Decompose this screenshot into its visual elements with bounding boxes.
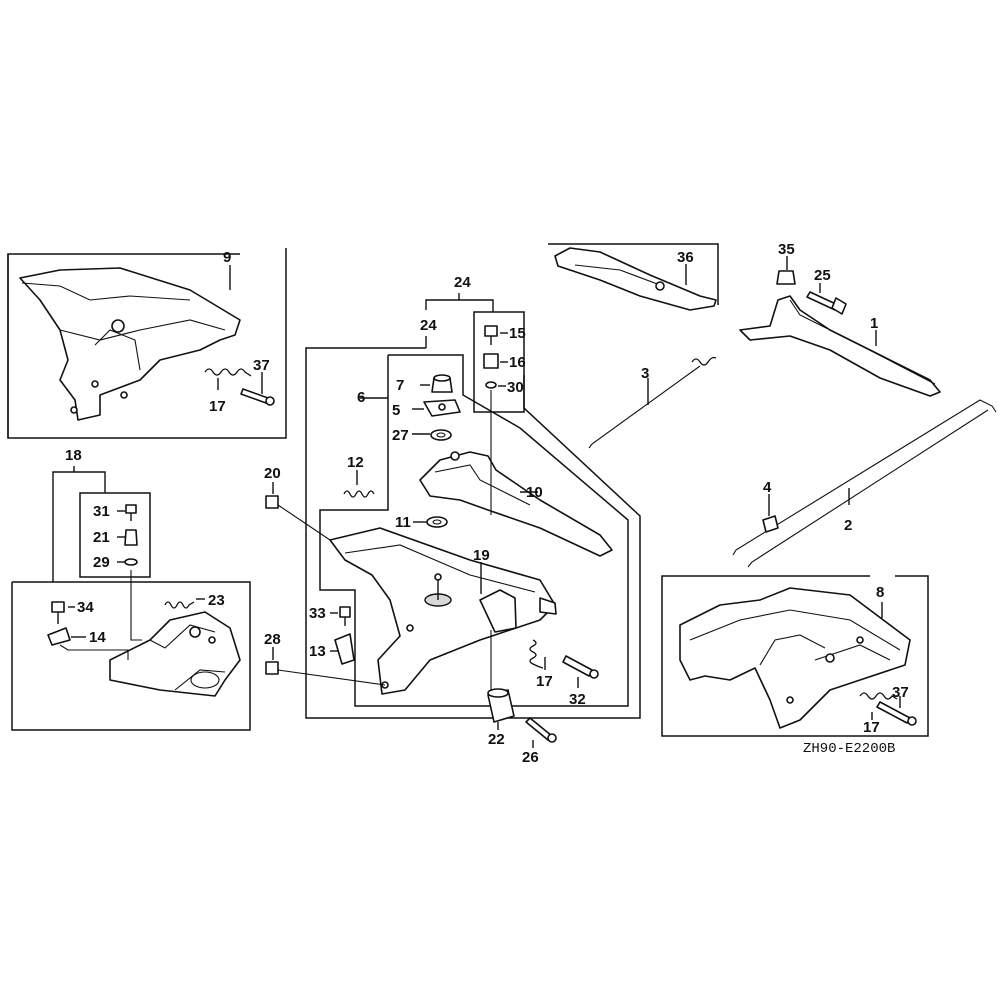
callout-12: 5 — [392, 402, 400, 419]
callout-13: 13 — [309, 643, 326, 660]
callout-10: 10 — [526, 484, 543, 501]
callout-35: 35 — [778, 241, 795, 258]
callout-20: 16 — [509, 354, 526, 371]
callout-4: 4 — [763, 479, 772, 496]
callout-6: 24 — [454, 274, 471, 291]
callout-17-center: 17 — [536, 673, 553, 690]
callout-16: 19 — [473, 547, 490, 564]
panel-part-18: 18 31 21 29 34 14 23 — [11, 447, 251, 731]
panel-part-9: 9 37 17 — [7, 248, 287, 439]
callout-3: 3 — [641, 365, 649, 382]
callout-34: 34 — [77, 599, 94, 616]
callout-17: 17 — [209, 398, 226, 415]
callout-7: 24 — [420, 317, 437, 334]
callout-1: 1 — [870, 315, 878, 332]
callout-11: 27 — [392, 427, 409, 444]
callout-27: 7 — [396, 377, 404, 394]
callout-23: 23 — [208, 592, 225, 609]
panel-right-linkage: 36 35 25 1 3 4 2 — [548, 241, 997, 568]
callout-37-right: 37 — [892, 684, 909, 701]
callout-9: 9 — [223, 249, 231, 266]
callout-18: 18 — [65, 447, 82, 464]
callout-31: 31 — [93, 503, 110, 520]
callout-19: 12 — [347, 454, 364, 471]
callout-5: 6 — [357, 389, 365, 406]
callout-25: 25 — [814, 267, 831, 284]
callout-24-lower: 28 — [264, 631, 281, 648]
callout-29: 29 — [93, 554, 110, 571]
callout-36: 36 — [677, 249, 694, 266]
callout-15: 11 — [395, 514, 411, 531]
callout-8: 8 — [876, 584, 884, 601]
callout-22: 22 — [488, 731, 505, 748]
callout-26: 26 — [522, 749, 539, 766]
callout-17-right: 17 — [863, 719, 880, 736]
callout-14: 14 — [89, 629, 106, 646]
panel-center-assembly: 24 24 6 7 5 27 12 10 — [264, 274, 641, 766]
callout-32: 32 — [569, 691, 586, 708]
callout-30: 15 — [509, 325, 526, 342]
callout-37: 37 — [253, 357, 270, 374]
callout-24-upper: 20 — [264, 465, 281, 482]
drawing-code: ZH90-E2200B — [803, 741, 895, 757]
callout-28: 30 — [507, 379, 524, 396]
callout-21: 21 — [93, 529, 110, 546]
callout-2: 2 — [844, 517, 852, 534]
callout-33: 33 — [309, 605, 326, 622]
panel-part-8: 8 37 17 — [661, 575, 929, 737]
